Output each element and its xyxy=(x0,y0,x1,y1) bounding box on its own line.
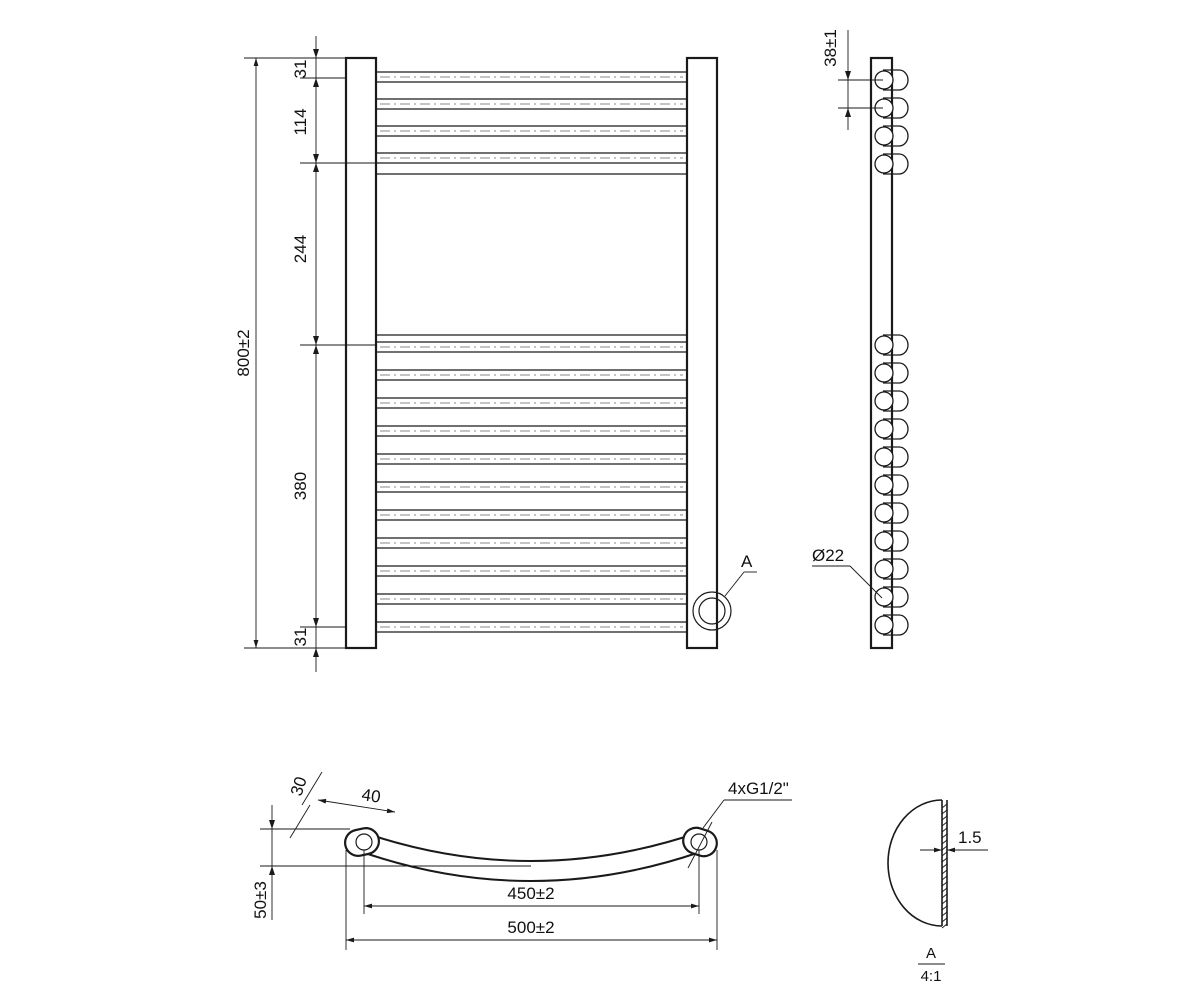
side-tube xyxy=(874,586,909,608)
towel-rail xyxy=(376,621,687,633)
side-tube xyxy=(874,390,909,412)
towel-rail xyxy=(376,565,687,577)
collector-depth-dimension: 30 xyxy=(287,771,323,839)
gap-span-label: 244 xyxy=(291,235,310,263)
towel-rail xyxy=(376,125,687,137)
tube-diameter-label: Ø22 xyxy=(812,546,844,565)
towel-rail xyxy=(376,509,687,521)
towel-rail xyxy=(376,453,687,465)
side-tube xyxy=(874,474,909,496)
towel-rail xyxy=(376,593,687,605)
side-tube xyxy=(874,69,909,91)
collector-width-dimension: 40 xyxy=(317,785,396,814)
detail-view-label: A xyxy=(926,945,936,962)
top-offset-label: 31 xyxy=(291,60,310,79)
side-tube xyxy=(874,558,909,580)
wall-hatching xyxy=(941,803,948,929)
towel-rail xyxy=(376,397,687,409)
side-tube xyxy=(874,334,909,356)
detail-a-view: 1.5 A 4:1 xyxy=(887,799,988,985)
bottom-offset-label: 31 xyxy=(291,628,310,647)
segment-dimensions: 31 114 244 380 31 xyxy=(291,36,376,672)
side-tube xyxy=(874,418,909,440)
detail-a-marker: A xyxy=(692,552,757,631)
front-view: 800±2 31 114 244 380 31 xyxy=(234,36,757,672)
top-view: 30 40 50±3 450±2 500±2 xyxy=(251,771,792,950)
overall-width-dimension: 500±2 xyxy=(345,850,718,950)
collector-depth-label: 30 xyxy=(287,774,311,798)
front-rails xyxy=(376,71,687,633)
side-tube xyxy=(874,125,909,147)
tube-pitch-dimension: 38±1 xyxy=(821,29,883,130)
detail-view-scale: 4:1 xyxy=(921,968,942,985)
right-collector xyxy=(685,56,719,650)
overall-height-label: 800±2 xyxy=(234,329,253,376)
bend-depth-dimension: 50±3 xyxy=(251,805,531,920)
towel-rail xyxy=(376,537,687,549)
towel-rail xyxy=(376,425,687,437)
left-collector xyxy=(344,56,378,650)
thread-callout: 4xG1/2" xyxy=(687,779,792,869)
overall-width-label: 500±2 xyxy=(507,918,554,937)
side-tube xyxy=(874,362,909,384)
left-collector-top xyxy=(343,827,381,857)
towel-rail xyxy=(376,341,687,353)
collector-width-label: 40 xyxy=(360,785,381,806)
thread-spec-label: 4xG1/2" xyxy=(728,779,789,798)
wall-thickness-label: 1.5 xyxy=(958,828,982,847)
connection-spacing-label: 450±2 xyxy=(507,884,554,903)
side-tube xyxy=(874,153,909,175)
connection-spacing-dimension: 450±2 xyxy=(363,850,700,914)
side-tube xyxy=(874,530,909,552)
side-view: 38±1 Ø22 xyxy=(812,29,909,650)
side-tube xyxy=(874,502,909,524)
overall-height-dimension: 800±2 xyxy=(234,57,346,649)
towel-rail xyxy=(376,152,687,164)
towel-rail xyxy=(376,369,687,381)
tube-pitch-label: 38±1 xyxy=(821,29,840,67)
towel-rail xyxy=(376,481,687,493)
bottom-group-span-label: 380 xyxy=(291,472,310,500)
towel-rail xyxy=(376,98,687,110)
detail-a-marker-label: A xyxy=(741,552,753,571)
towel-rail xyxy=(376,71,687,83)
side-tube xyxy=(874,446,909,468)
side-tube xyxy=(874,614,909,636)
tube-diameter-callout: Ø22 xyxy=(812,546,883,599)
bend-depth-label: 50±3 xyxy=(251,881,270,919)
top-group-span-label: 114 xyxy=(291,108,310,135)
right-collector-top xyxy=(682,826,718,858)
